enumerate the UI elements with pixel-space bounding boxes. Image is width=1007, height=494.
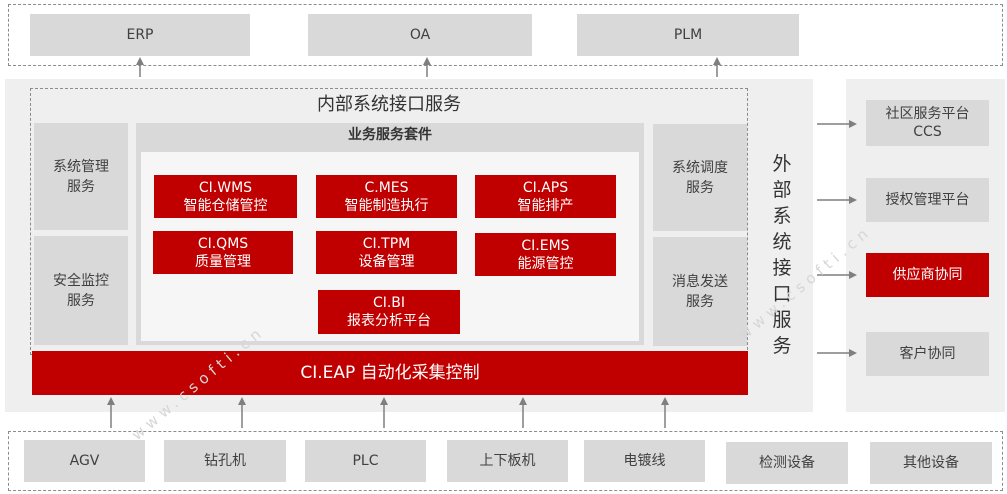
device-agv: AGV [24, 440, 145, 482]
module-bi: CI.BI 报表分析平台 [318, 290, 460, 334]
module-code: CI.EMS [521, 237, 570, 254]
service-label: 服务 [67, 292, 95, 309]
system-scheduling-service: 系统调度 服务 [653, 124, 747, 231]
service-label: 安全监控 [53, 272, 109, 289]
system-management-service: 系统管理 服务 [34, 123, 128, 230]
external-item-label: CCS [913, 124, 942, 140]
module-label: 报表分析平台 [347, 313, 431, 329]
title-char: 服 [772, 309, 792, 331]
module-label: 质量管理 [195, 253, 251, 270]
external-item-authorization: 授权管理平台 [866, 178, 989, 222]
module-mes: C.MES 智能制造执行 [316, 175, 457, 218]
title-char: 口 [772, 283, 792, 305]
module-label: 设备管理 [358, 253, 415, 270]
device-other-equipment: 其他设备 [870, 442, 992, 484]
internal-interface-title: 内部系统接口服务 [317, 94, 461, 115]
eap-bar: CI.EAP 自动化采集控制 [32, 351, 748, 395]
title-char: 系 [772, 205, 792, 227]
business-suite-title: 业务服务套件 [348, 127, 432, 143]
title-char: 务 [772, 335, 792, 357]
device-drilling-machine: 钻孔机 [164, 440, 286, 482]
module-tpm: CI.TPM 设备管理 [316, 231, 457, 274]
devices-group [8, 431, 1003, 491]
module-label: 智能制造执行 [344, 197, 429, 214]
service-label: 服务 [67, 178, 95, 195]
device-inspection-equipment: 检测设备 [726, 442, 848, 484]
service-label: 服务 [686, 179, 714, 196]
external-item-label: 社区服务平台 [885, 106, 970, 122]
device-plating-line: 电镀线 [584, 440, 705, 482]
module-qms: CI.QMS 质量管理 [153, 231, 293, 274]
module-label: 能源管控 [517, 255, 574, 272]
service-label: 系统调度 [672, 159, 728, 176]
module-label: 智能仓储管控 [183, 197, 268, 214]
module-code: CI.APS [522, 179, 569, 196]
module-label: 智能排产 [517, 197, 574, 214]
title-char: 部 [772, 179, 792, 201]
external-item-customer: 客户协同 [866, 332, 989, 376]
module-code: C.MES [364, 179, 409, 196]
module-code: CI.QMS [197, 235, 249, 252]
oa-box: OA [308, 14, 532, 56]
device-plc: PLC [305, 440, 426, 482]
plm-box: PLM [577, 14, 799, 56]
module-code: CI.TPM [362, 235, 411, 252]
title-char: 外 [772, 153, 792, 175]
title-char: 接 [772, 257, 792, 279]
module-aps: CI.APS 智能排产 [475, 175, 616, 218]
top-systems-group [8, 4, 1003, 66]
module-code: CI.BI [372, 295, 406, 311]
security-monitoring-service: 安全监控 服务 [34, 236, 128, 345]
message-sending-service: 消息发送 服务 [653, 237, 747, 346]
module-code: CI.WMS [198, 179, 253, 196]
service-label: 消息发送 [672, 273, 728, 290]
external-item-ccs: 社区服务平台 CCS [866, 100, 989, 146]
service-label: 服务 [686, 293, 714, 310]
module-ems: CI.EMS 能源管控 [475, 233, 616, 276]
external-item-supplier: 供应商协同 [866, 253, 989, 297]
external-interface-title: 外 部 系 统 接 口 服 务 [767, 151, 797, 359]
module-wms: CI.WMS 智能仓储管控 [154, 175, 297, 218]
device-board-loader: 上下板机 [447, 440, 568, 482]
service-label: 系统管理 [53, 158, 109, 175]
title-char: 统 [772, 231, 792, 253]
erp-box: ERP [30, 14, 250, 56]
